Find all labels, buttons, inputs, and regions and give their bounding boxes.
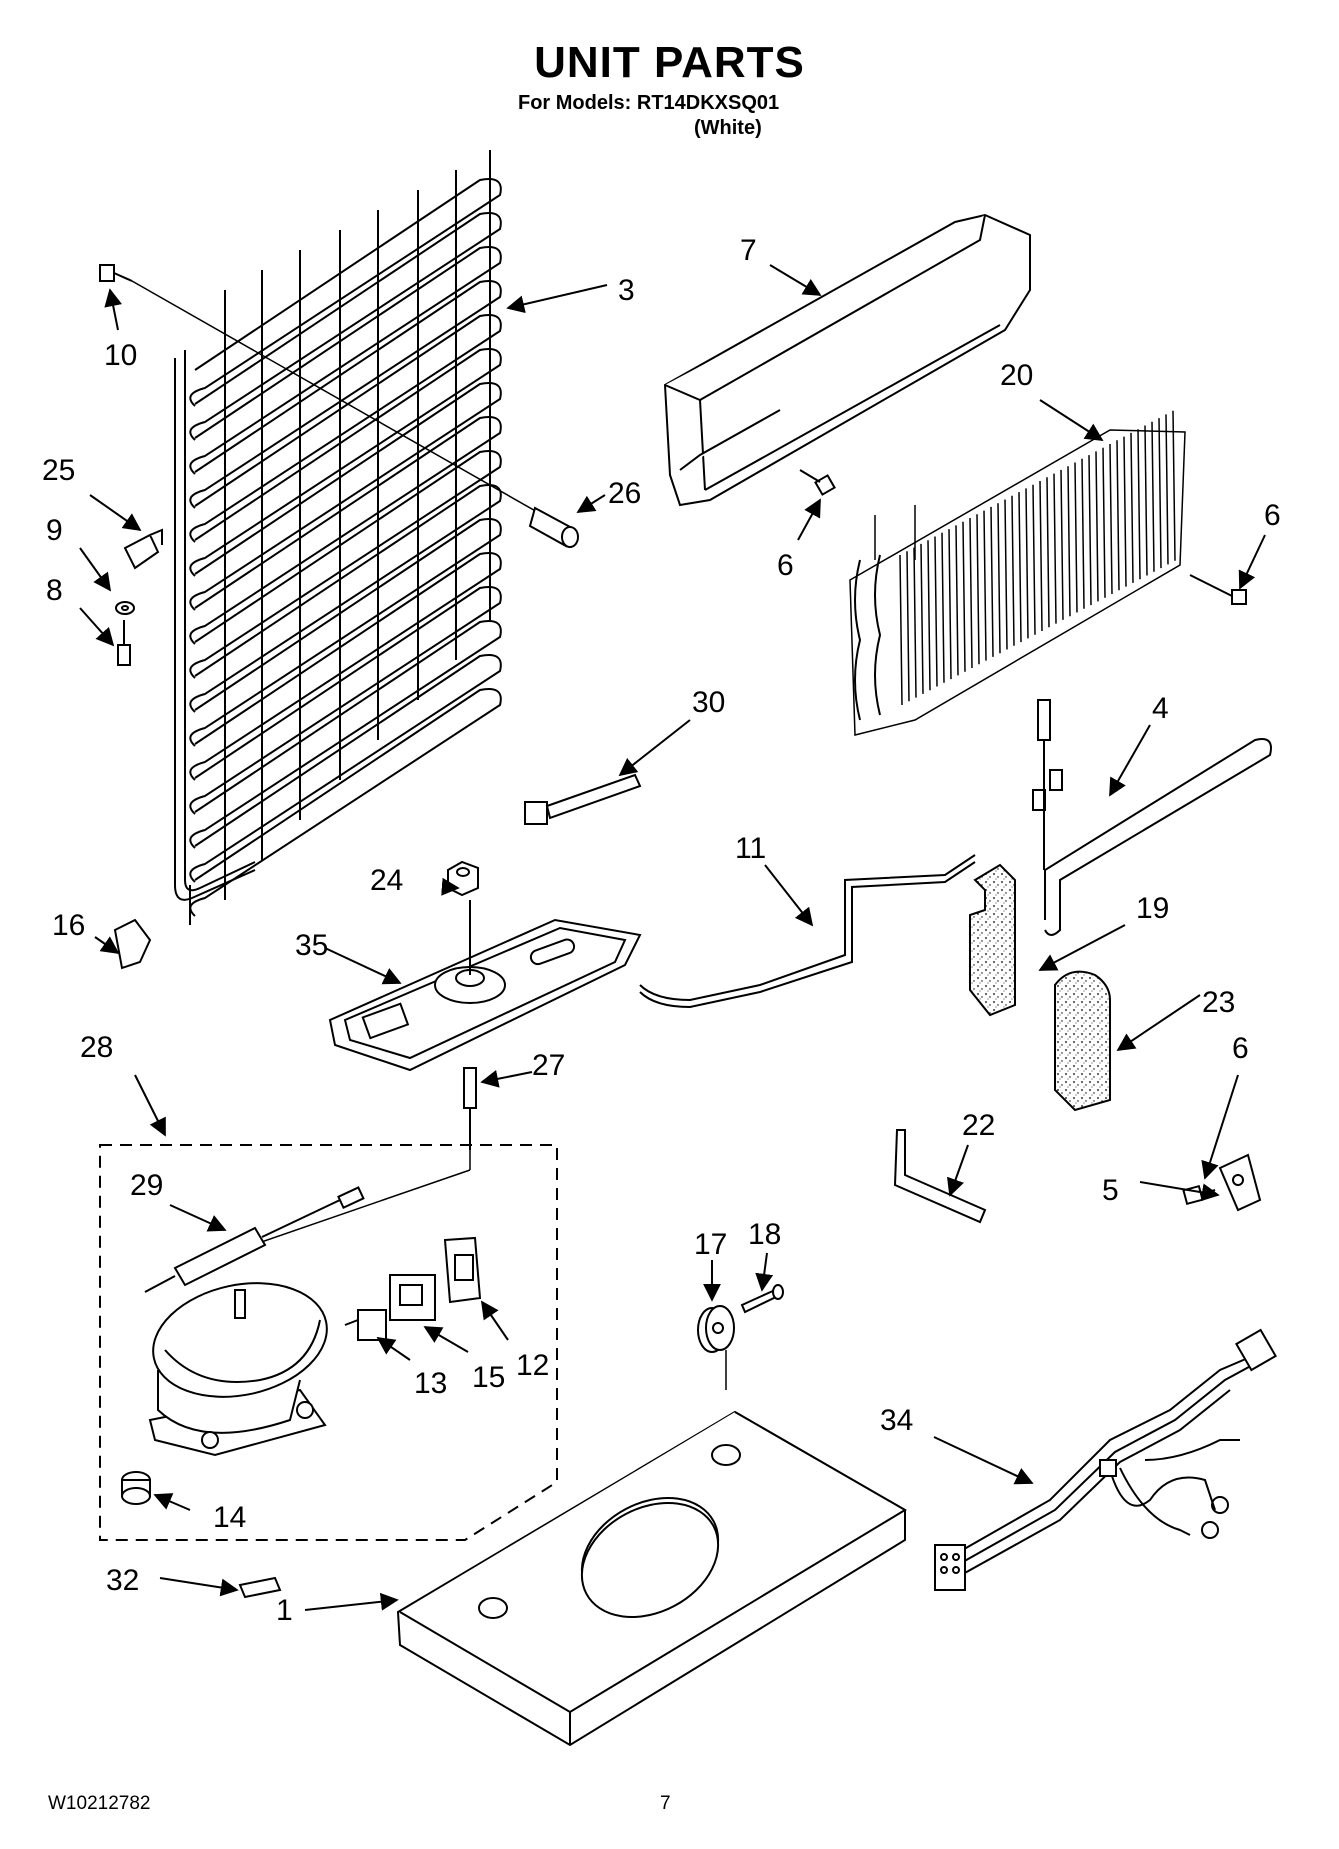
- screw-8-drawing: [117, 620, 131, 666]
- screw-6b-drawing: [1189, 574, 1247, 605]
- callout-12: 12: [516, 1349, 549, 1382]
- page-title: UNIT PARTS: [534, 38, 805, 87]
- callout-9: 9: [46, 514, 63, 547]
- bushing-26-drawing: [528, 506, 579, 548]
- callout-14: 14: [213, 1501, 246, 1534]
- callout-32: 32: [106, 1564, 139, 1597]
- callout-30: 30: [692, 686, 725, 719]
- callout-25: 25: [42, 454, 75, 487]
- callout-7: 7: [740, 234, 757, 267]
- callout-11: 11: [735, 832, 766, 865]
- callout-34: 34: [880, 1404, 913, 1437]
- document-number: W10212782: [48, 1793, 151, 1814]
- screw-10-drawing: [99, 264, 561, 526]
- callout-23: 23: [1202, 986, 1235, 1019]
- callout-15: 15: [472, 1361, 505, 1394]
- base-pan-1-drawing: [396, 1410, 907, 1747]
- grommet-14-drawing: [121, 1471, 151, 1505]
- callout-19: 19: [1136, 892, 1169, 925]
- callout-20: 20: [1000, 359, 1033, 392]
- callout-10: 10: [104, 339, 137, 372]
- callout-8: 8: [46, 574, 63, 607]
- model-subtitle: For Models: RT14DKXSQ01: [518, 92, 780, 114]
- page-number: 7: [660, 1793, 671, 1814]
- callout-27: 27: [532, 1049, 565, 1082]
- condenser-coil-drawing: [174, 150, 502, 925]
- callout-18: 18: [748, 1218, 781, 1251]
- callout-3: 3: [618, 274, 635, 307]
- callout-13: 13: [414, 1367, 447, 1400]
- callout-22: 22: [962, 1109, 995, 1142]
- overload-13-drawing: [344, 1309, 387, 1341]
- nut-24-drawing: [447, 860, 479, 897]
- relay-cover-12-drawing: [443, 1236, 482, 1304]
- leader-arrows: [79, 264, 1266, 1611]
- callout-6-bracket: 6: [1232, 1032, 1249, 1065]
- callout-6-evaporator: 6: [1264, 499, 1281, 532]
- wire-harness-34-drawing: [934, 1328, 1277, 1591]
- roller-17-drawing: [697, 1305, 735, 1390]
- bracket-25-drawing: [123, 528, 163, 570]
- foam-23-drawing: [1054, 970, 1111, 1112]
- bracket-5-drawing: [1218, 1153, 1262, 1212]
- callout-35: 35: [295, 929, 328, 962]
- cable-tie-30-drawing: [524, 773, 642, 825]
- model-color-subtitle: (White): [694, 117, 762, 139]
- compressor-kit-28-outline: [99, 1144, 558, 1541]
- relay-15-drawing: [389, 1274, 436, 1321]
- callout-17: 17: [694, 1228, 727, 1261]
- tube-27-drawing: [463, 1067, 477, 1150]
- callout-5: 5: [1102, 1174, 1119, 1207]
- clip-16-drawing: [113, 918, 152, 970]
- callout-6-cover: 6: [777, 549, 794, 582]
- screw-18-drawing: [740, 1284, 784, 1314]
- callout-16: 16: [52, 909, 85, 942]
- tube-22-drawing: [893, 1129, 987, 1224]
- callout-29: 29: [130, 1169, 163, 1202]
- evaporator-cover-7-drawing: [663, 213, 1031, 507]
- callout-labels: 1 3 4 5 6 6 6 7 8 9 10 11 12 13 14 15 16…: [42, 234, 1281, 1627]
- tube-11-drawing: [639, 854, 976, 1009]
- defrost-heater-4-drawing: [1032, 699, 1272, 936]
- callout-1: 1: [276, 1594, 293, 1627]
- callout-28: 28: [80, 1031, 113, 1064]
- callout-24: 24: [370, 864, 403, 897]
- drain-pan-35-drawing: [328, 900, 642, 1072]
- callout-4: 4: [1152, 692, 1169, 725]
- filter-drier-29-drawing: [144, 1186, 365, 1293]
- callout-26: 26: [608, 477, 641, 510]
- clip-32-drawing: [238, 1576, 282, 1599]
- evaporator-20-drawing: [849, 410, 1186, 736]
- screw-6a-drawing: [799, 469, 836, 496]
- washer-9-drawing: [115, 601, 135, 615]
- screw-6c-drawing: [1182, 1184, 1216, 1206]
- foam-19-drawing: [969, 863, 1016, 1017]
- compressor-drawing: [148, 1282, 328, 1457]
